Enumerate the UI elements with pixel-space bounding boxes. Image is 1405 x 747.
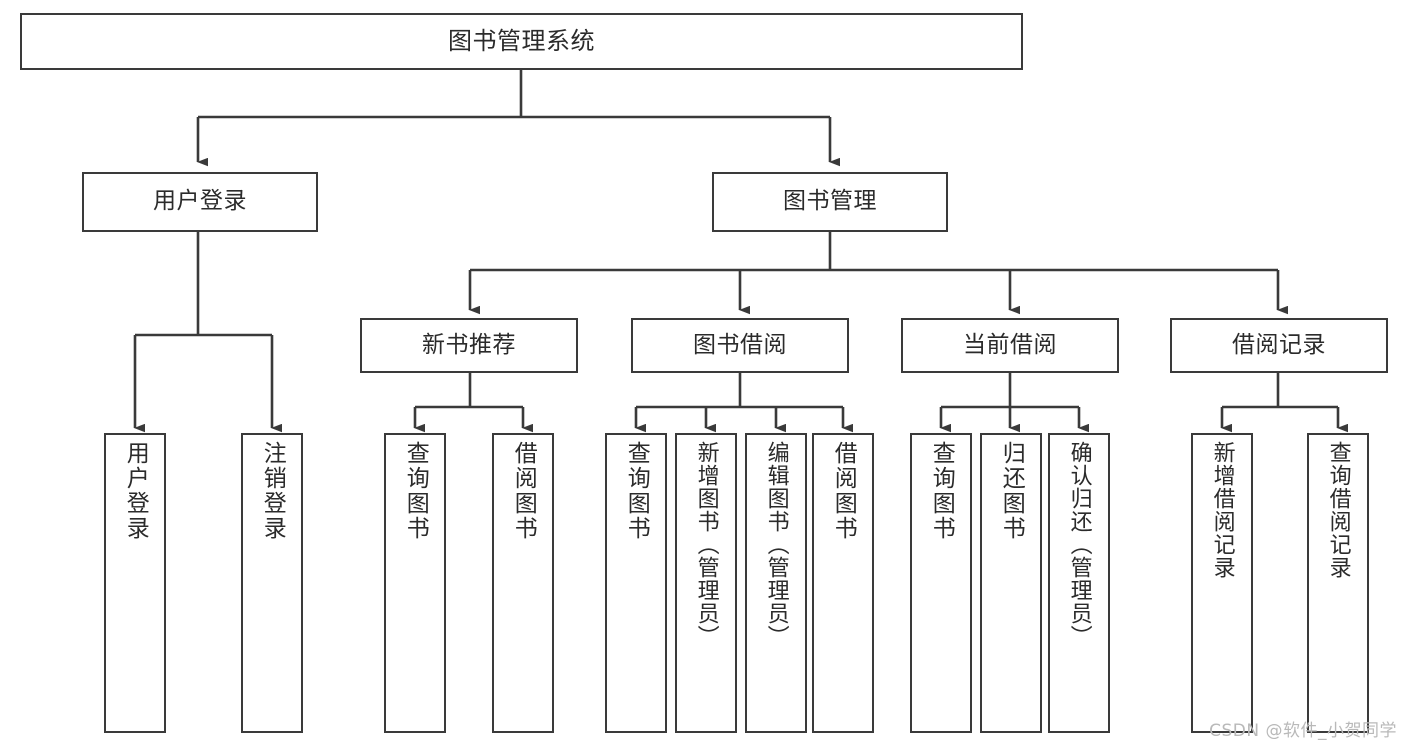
node-borrow-records[interactable]: 借阅记录 <box>1170 318 1388 373</box>
node-book-management[interactable]: 图书管理 <box>712 172 948 232</box>
node-label: 确认归还（管理员） <box>1066 441 1092 648</box>
leaf-records-add-borrow-record[interactable]: 新增借阅记录 <box>1191 433 1253 733</box>
leaf-current-borrow-query-book[interactable]: 查询图书 <box>910 433 972 733</box>
leaf-current-borrow-confirm-return-admin[interactable]: 确认归还（管理员） <box>1048 433 1110 733</box>
node-label: 新增借阅记录 <box>1209 441 1235 579</box>
leaf-book-borrow-query-book[interactable]: 查询图书 <box>605 433 667 733</box>
leaf-book-borrow-borrow-book[interactable]: 借阅图书 <box>812 433 874 733</box>
node-label: 新增图书（管理员） <box>693 441 719 648</box>
node-label: 当前借阅 <box>963 331 1057 358</box>
node-book-borrow[interactable]: 图书借阅 <box>631 318 849 373</box>
leaf-user-login-signin[interactable]: 用户登录 <box>104 433 166 733</box>
node-label: 编辑图书（管理员） <box>763 441 789 648</box>
node-label: 查询图书 <box>623 441 650 541</box>
node-new-book-recommendation[interactable]: 新书推荐 <box>360 318 578 373</box>
leaf-user-login-signout[interactable]: 注销登录 <box>241 433 303 733</box>
leaf-new-book-query-book[interactable]: 查询图书 <box>384 433 446 733</box>
node-label: 借阅图书 <box>510 441 537 541</box>
node-root-book-management-system[interactable]: 图书管理系统 <box>20 13 1023 70</box>
node-current-borrow[interactable]: 当前借阅 <box>901 318 1119 373</box>
node-label: 查询借阅记录 <box>1325 441 1351 579</box>
node-label: 查询图书 <box>402 441 429 541</box>
node-label: 新书推荐 <box>422 331 516 358</box>
leaf-records-query-borrow-record[interactable]: 查询借阅记录 <box>1307 433 1369 733</box>
csdn-watermark: CSDN @软件_小贺同学 <box>1209 721 1397 741</box>
node-label: 图书借阅 <box>693 331 787 358</box>
node-label: 图书管理 <box>783 188 877 215</box>
leaf-book-borrow-add-book-admin[interactable]: 新增图书（管理员） <box>675 433 737 733</box>
node-label: 用户登录 <box>122 441 149 541</box>
leaf-new-book-borrow-book[interactable]: 借阅图书 <box>492 433 554 733</box>
node-label: 借阅图书 <box>830 441 857 541</box>
node-user-login[interactable]: 用户登录 <box>82 172 318 232</box>
node-label: 借阅记录 <box>1232 331 1326 358</box>
leaf-current-borrow-return-book[interactable]: 归还图书 <box>980 433 1042 733</box>
node-label: 注销登录 <box>259 441 286 541</box>
leaf-book-borrow-edit-book-admin[interactable]: 编辑图书（管理员） <box>745 433 807 733</box>
node-label: 归还图书 <box>998 441 1025 541</box>
node-label: 用户登录 <box>153 188 247 215</box>
node-label: 图书管理系统 <box>448 27 595 56</box>
node-label: 查询图书 <box>928 441 955 541</box>
